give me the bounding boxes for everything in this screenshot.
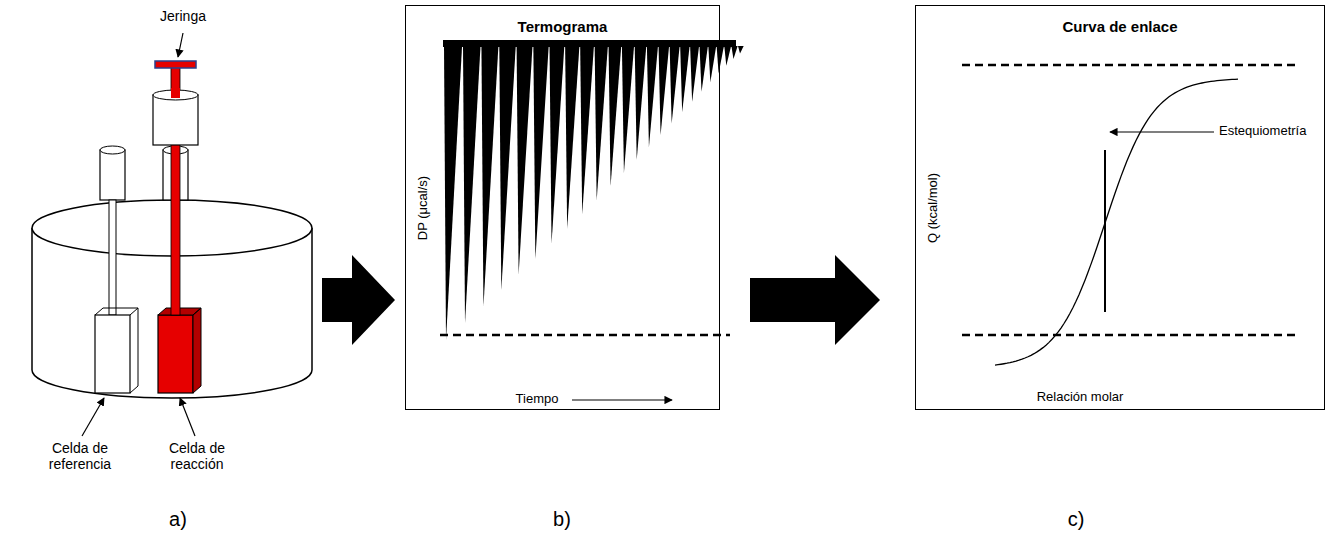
panel-letter: c) [1068, 508, 1085, 531]
binding-curve-panel: Curva de enlace [915, 5, 1325, 410]
part-label: Celda de reacción [158, 440, 236, 472]
axis-label: Q (kcal/mol) [926, 173, 941, 243]
dashed-line [962, 334, 1300, 337]
block-arrow [322, 255, 395, 345]
dashed-line [440, 334, 730, 337]
axis-label: Relación molar [1037, 390, 1124, 405]
thermogram-peaks [443, 40, 744, 340]
panel-title: Curva de enlace [916, 6, 1324, 35]
leader-arrow [1110, 131, 1214, 132]
block-arrow [750, 255, 880, 345]
dashed-line [962, 64, 1300, 67]
callout-label: Estequiometría [1219, 124, 1306, 139]
leader-arrow [178, 33, 183, 57]
time-arrow [572, 399, 672, 400]
panel-title: Termograma [406, 6, 719, 35]
leader-arrow [180, 398, 195, 436]
part-label: Jeringa [160, 8, 206, 24]
reference-cell [95, 146, 138, 393]
panel-letter: b) [553, 508, 571, 531]
panel-letter: a) [169, 508, 187, 531]
axis-label: Tiempo [516, 392, 559, 407]
thermogram-panel: Termograma [405, 5, 720, 410]
part-label: Celda de referencia [36, 440, 124, 472]
leader-arrow [82, 398, 104, 436]
stoichiometry-line [1104, 150, 1106, 312]
syringe [153, 61, 198, 315]
binding-curve [995, 79, 1238, 365]
axis-label: DP (μcal/s) [416, 176, 431, 240]
